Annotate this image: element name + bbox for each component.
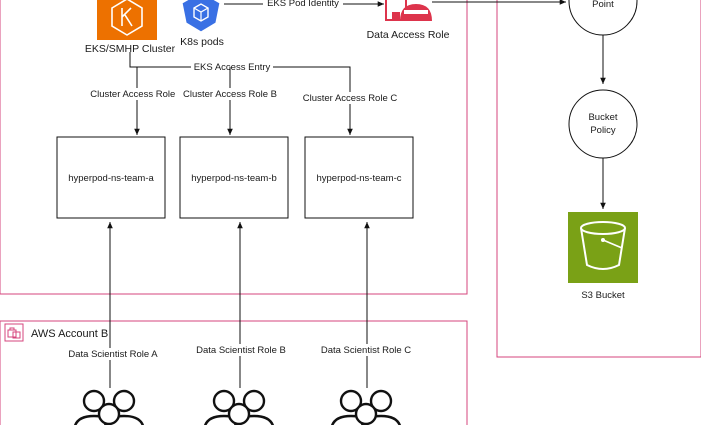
aws-account-icon [4, 323, 24, 342]
namespace-box-b [179, 136, 289, 219]
aws-account-b-group [0, 320, 468, 425]
users-group-icon-b [204, 389, 274, 425]
cluster-role-c-label: Cluster Access Role C [303, 93, 398, 104]
users-group-icon-c [331, 389, 401, 425]
k8s-pods-label: K8s pods [180, 36, 224, 48]
access-point-label: Point [592, 0, 614, 10]
aws-account-a-group [0, 0, 468, 295]
users-group-icon-a [74, 389, 144, 425]
k8s-pods-icon [181, 0, 221, 33]
scientist-role-c-label: Data Scientist Role C [321, 345, 411, 356]
bucket-policy-node [568, 89, 638, 159]
eks-cluster-label: EKS/SMHP Cluster [85, 43, 176, 55]
data-access-role-label: Data Access Role [367, 29, 450, 41]
cluster-role-b-label: Cluster Access Role B [183, 89, 277, 100]
account-b-title: AWS Account B [31, 328, 108, 340]
iam-role-icon [385, 0, 432, 21]
namespace-c-label: hyperpod-ns-team-c [316, 173, 401, 184]
bucket-policy-label-line2: Policy [590, 125, 616, 136]
eks-cluster-icon [97, 0, 157, 40]
pod-identity-label: EKS Pod Identity [267, 0, 339, 9]
namespace-b-label: hyperpod-ns-team-b [191, 173, 277, 184]
cluster-role-a-label: Cluster Access Role A [90, 89, 184, 100]
access-entry-label: EKS Access Entry [194, 62, 271, 73]
storage-account-group [496, 0, 701, 358]
s3-bucket-label: S3 Bucket [581, 290, 625, 301]
s3-bucket-icon [568, 212, 638, 283]
namespace-box-a [56, 136, 166, 219]
scientist-role-a-label: Data Scientist Role A [68, 349, 158, 360]
namespace-box-c [304, 136, 414, 219]
scientist-role-b-label: Data Scientist Role B [196, 345, 286, 356]
namespace-a-label: hyperpod-ns-team-a [68, 173, 154, 184]
bucket-policy-label-line1: Bucket [588, 112, 617, 123]
